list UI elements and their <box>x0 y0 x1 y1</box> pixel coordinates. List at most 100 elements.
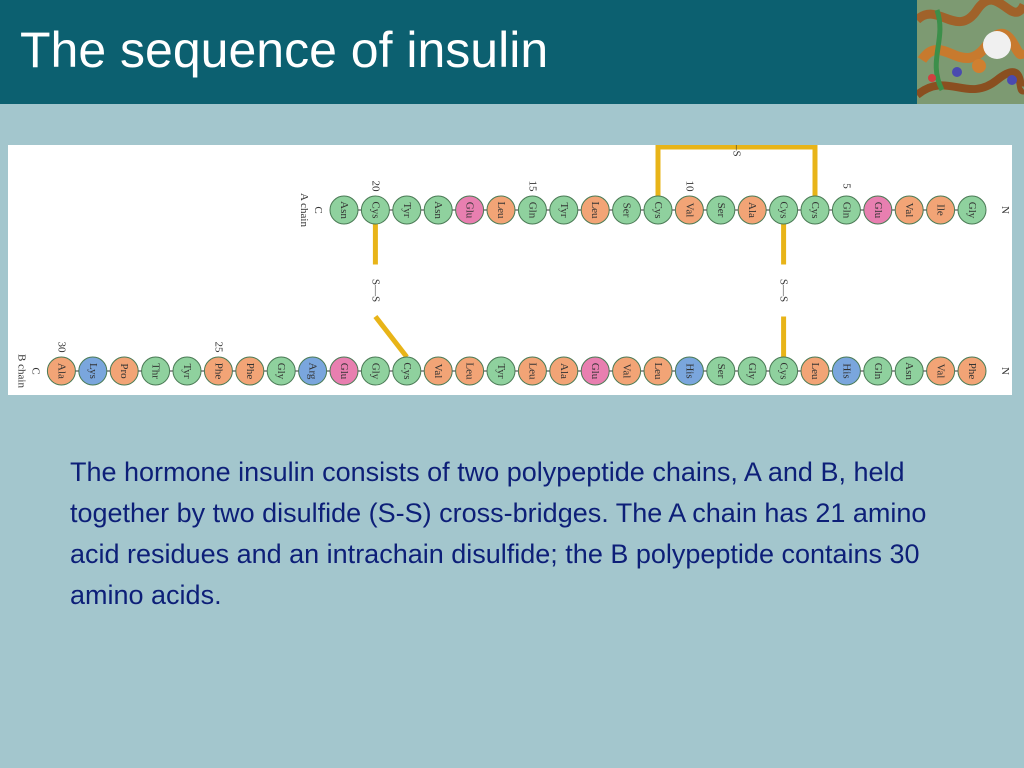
chain-b-residue-label: Val <box>935 364 947 379</box>
chain-b-residue-label: Gly <box>746 363 758 380</box>
chain-b-residue-label: His <box>840 363 852 378</box>
chain-a-residue-label: Cys <box>369 201 381 218</box>
chain-b-residue <box>172 356 202 386</box>
chain-b-residue <box>423 356 453 386</box>
body-paragraph: The hormone insulin consists of two poly… <box>70 457 927 610</box>
chain-a-residue-label: Ser <box>621 203 633 218</box>
chain-a-residue <box>549 195 579 225</box>
protein-structure-thumbnail <box>917 0 1024 104</box>
chain-b-residue <box>957 356 987 386</box>
chain-a-position-number: 10 <box>683 181 695 193</box>
chain-b-residue <box>894 356 924 386</box>
chain-b-residue-label: Asn <box>903 362 915 380</box>
chain-b-residue <box>769 356 799 386</box>
chain-b-residue-label: Glu <box>338 363 350 380</box>
chain-b-residue <box>266 356 296 386</box>
chain-a-residue-label: Gln <box>840 202 852 219</box>
chain-b-residue-label: Val <box>432 364 444 379</box>
chain-b-residue <box>329 356 359 386</box>
chain-b-residue <box>78 356 108 386</box>
chain-b-residue <box>360 356 390 386</box>
chain-b-residue-label: His <box>683 363 695 378</box>
chain-b-residue-label: Lys <box>87 363 99 379</box>
chain-a-residue <box>894 195 924 225</box>
chain-a-residue-label: Glu <box>464 202 476 219</box>
chain-a-residue-label: Asn <box>432 201 444 219</box>
disulfide-label: S—S <box>369 279 381 302</box>
chain-b-residue-label: Phe <box>966 363 978 380</box>
sequence-svg: S—SS—SS—SGlyIleValGluGlnCysCysAlaSerValC… <box>15 145 1011 388</box>
chain-a-residue <box>769 195 799 225</box>
chain-b-n-terminus: N <box>999 367 1011 375</box>
chain-a-residue <box>392 195 422 225</box>
disulfide-bond-interchain <box>372 224 409 359</box>
chain-b-residue-label: Arg <box>307 363 319 380</box>
chain-b-residue-label: Cys <box>401 362 413 379</box>
chain-a-residue <box>737 195 767 225</box>
chain-b-residue <box>455 356 485 386</box>
chain-a-residue <box>423 195 453 225</box>
chain-b-residue <box>235 356 265 386</box>
chain-a-residue <box>612 195 642 225</box>
chain-a-residue-label: Leu <box>589 201 601 219</box>
chain-b-residue-label: Gly <box>275 363 287 380</box>
chain-b-residue <box>549 356 579 386</box>
chain-b-residue-label: Phe <box>244 363 256 380</box>
chain-a-residue <box>580 195 610 225</box>
chain-b-chain-label: B chain <box>15 354 27 388</box>
chain-b-residue <box>926 356 956 386</box>
chain-a-chain-label: A chain <box>298 193 310 227</box>
chain-a-residue <box>957 195 987 225</box>
chain-b-residue-label: Glu <box>589 363 601 380</box>
chain-b-residue-label: Gln <box>872 363 884 380</box>
chain-b-residue <box>203 356 233 386</box>
chain-b-residue-label: Ala <box>55 363 67 379</box>
chain-b-residue <box>643 356 673 386</box>
chain-a-residue <box>800 195 830 225</box>
chain-a-residue <box>486 195 516 225</box>
chain-a-residue <box>360 195 390 225</box>
chain-b-residue <box>109 356 139 386</box>
chain-b-residue <box>612 356 642 386</box>
chain-b-residue-label: Cys <box>778 362 790 379</box>
chain-b-residue <box>298 356 328 386</box>
chain-b-residue <box>580 356 610 386</box>
chain-b-residue <box>486 356 516 386</box>
chain-b-residue <box>141 356 171 386</box>
chain-b-residue-label: Tyr <box>495 363 507 378</box>
chain-a-residue-label: Tyr <box>401 202 413 217</box>
chain-a-position-number: 20 <box>369 181 381 193</box>
chain-b-residue <box>737 356 767 386</box>
chain-b-residue-label: Leu <box>809 362 821 380</box>
chain-b-residue-label: Phe <box>212 363 224 380</box>
chain-b-residue <box>831 356 861 386</box>
slide-title: The sequence of insulin <box>20 22 549 78</box>
chain-b-residue <box>46 356 76 386</box>
disulfide-label: S—S <box>731 145 743 157</box>
chain-a-residue-label: Ala <box>746 202 758 218</box>
chain-a-residue <box>674 195 704 225</box>
chain-a-residue-label: Ile <box>935 204 947 216</box>
chain-a-residue <box>517 195 547 225</box>
chain-b-residue-label: Val <box>621 364 633 379</box>
chain-b-residue-label: Ser <box>715 364 727 379</box>
chain-b-residue-label: Pro <box>118 363 130 379</box>
chain-a-residue-label: Gln <box>526 202 538 219</box>
chain-a-residue <box>863 195 893 225</box>
chain-b-residue <box>706 356 736 386</box>
chain-a-position-number: 5 <box>840 183 852 189</box>
chain-b-position-number: 30 <box>55 342 67 354</box>
chain-b-residue <box>392 356 422 386</box>
chain-a-residue-label: Asn <box>338 201 350 219</box>
chain-a-residue-label: Val <box>683 203 695 218</box>
chain-b-residue-label: Ala <box>558 363 570 379</box>
chain-b-residue-label: Thr <box>150 363 162 379</box>
chain-a-residue-label: Glu <box>872 202 884 219</box>
chain-a-residue-label: Ser <box>715 203 727 218</box>
chain-a-residue-label: Cys <box>778 201 790 218</box>
title-bar: The sequence of insulin <box>0 0 917 104</box>
chain-b-c-terminus: C <box>29 367 41 374</box>
chain-b-residue <box>674 356 704 386</box>
chain-b-residue-label: Leu <box>464 362 476 380</box>
